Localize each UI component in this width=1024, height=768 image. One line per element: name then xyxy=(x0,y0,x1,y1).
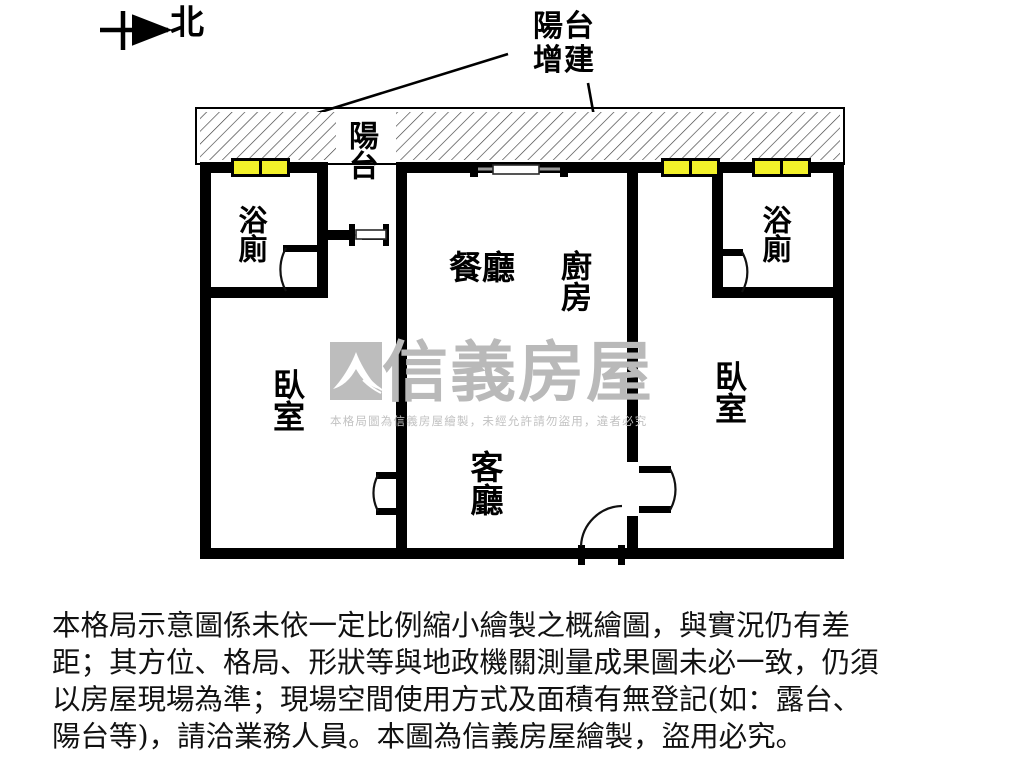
disclaimer-line: 以房屋現場為準；現場空間使用方式及面積有無登記(如：露台、 xyxy=(52,683,862,716)
sliding-door-icon xyxy=(470,163,568,177)
north-arrow-icon xyxy=(100,11,173,50)
disclaimer-text: 本格局示意圖係未依一定比例縮小繪製之概繪圖，與實況仍有差 距；其方位、格局、形狀… xyxy=(52,607,982,755)
windows xyxy=(231,158,811,177)
window-icon xyxy=(231,158,290,177)
disclaimer-line: 距；其方位、格局、形狀等與地政機關測量成果圖未必一致，仍須 xyxy=(52,646,879,679)
sliding-door-icon xyxy=(355,229,387,240)
swing-doors xyxy=(279,245,749,565)
window-icon xyxy=(661,158,720,177)
disclaimer-line: 本格局示意圖係未依一定比例縮小繪製之概繪圖，與實況仍有差 xyxy=(52,609,851,642)
door-swing-icon xyxy=(639,466,677,513)
door-swing-icon xyxy=(713,249,749,295)
balcony-extension-area xyxy=(195,107,845,165)
entry-door-swing-icon xyxy=(578,504,625,565)
window-icon xyxy=(752,158,811,177)
disclaimer-line: 陽台等)，請洽業務人員。本圖為信義房屋繪製，盜用必究。 xyxy=(52,720,805,753)
sliding-doors xyxy=(355,163,568,240)
door-swing-icon xyxy=(372,472,398,515)
door-swing-icon xyxy=(279,245,319,295)
walls xyxy=(200,162,844,559)
